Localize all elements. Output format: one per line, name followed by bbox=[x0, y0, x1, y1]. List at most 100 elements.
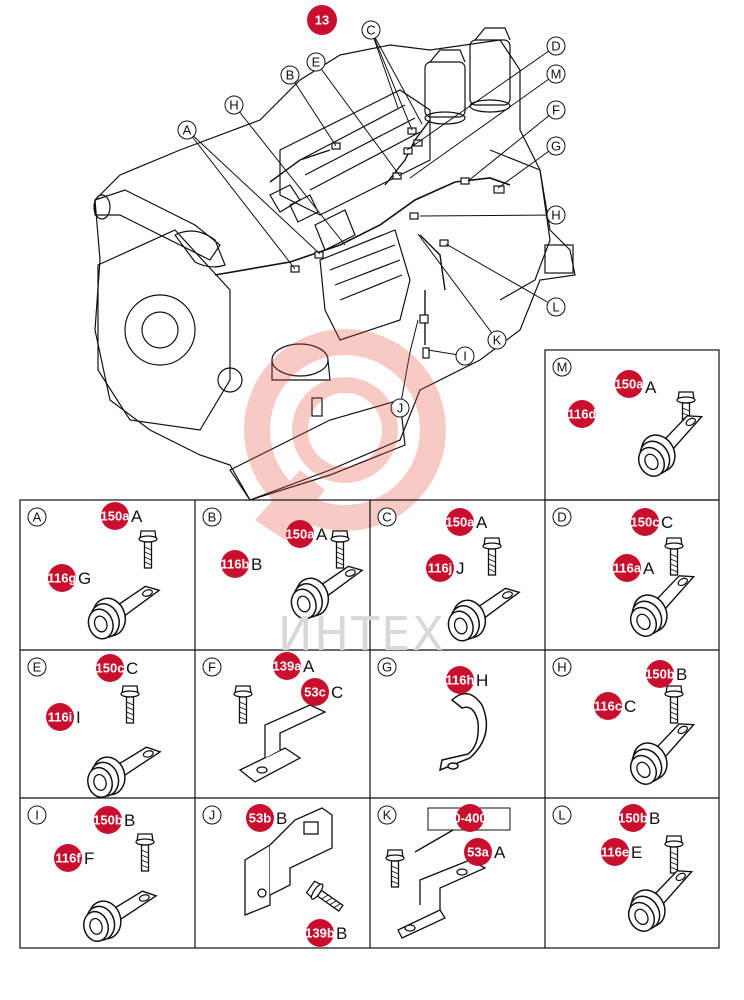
panel-letter: I bbox=[35, 808, 39, 823]
panel-letter: J bbox=[209, 808, 216, 823]
part-badge-1 bbox=[446, 666, 474, 694]
panel-m-letter: M bbox=[557, 360, 568, 375]
part-suffix-2: A bbox=[494, 843, 506, 862]
main-letter-callout-i: I bbox=[455, 346, 475, 366]
part-badge-2 bbox=[426, 554, 454, 582]
part-suffix-1: B bbox=[649, 809, 660, 828]
main-letter-text: E bbox=[312, 55, 321, 70]
part-number-1: 150a bbox=[286, 527, 316, 542]
part-number-2: 116c bbox=[594, 699, 622, 714]
part-suffix-1: C bbox=[661, 513, 673, 532]
part-number-1: 150b bbox=[645, 667, 675, 682]
main-letter-callout-g: G bbox=[546, 136, 566, 156]
detail-panel-m: M A 150a 116d bbox=[544, 349, 720, 501]
part-number-1: 150c bbox=[96, 661, 125, 676]
part-badge-2 bbox=[221, 550, 249, 578]
main-letter-text: K bbox=[493, 333, 502, 348]
part-badge-1 bbox=[94, 806, 122, 834]
part-number-2: 53c bbox=[304, 685, 326, 700]
part-number-1: 150a bbox=[101, 509, 131, 524]
part-badge-2 bbox=[594, 692, 622, 720]
main-letter-callout-f: F bbox=[546, 100, 566, 120]
main-letter-callout-b: B bbox=[280, 65, 300, 85]
main-letter-text: B bbox=[286, 68, 295, 83]
part-number-2: 116b bbox=[221, 557, 250, 572]
main-letter-text: H bbox=[551, 208, 560, 223]
main-letter-text: J bbox=[397, 401, 404, 416]
part-suffix-2: E bbox=[631, 843, 642, 862]
part-number-1: 116h bbox=[446, 673, 475, 688]
part-suffix-1: B bbox=[276, 809, 287, 828]
panel-hardware-drawings bbox=[77, 530, 709, 945]
part-suffix-1: A bbox=[131, 507, 143, 526]
part-suffix-2: B bbox=[336, 924, 347, 943]
part-suffix-2: I bbox=[76, 708, 81, 727]
watermark-gear-logo bbox=[244, 329, 446, 540]
part-badge-1 bbox=[246, 804, 274, 832]
main-letter-text: H bbox=[229, 98, 238, 113]
main-letter-text: I bbox=[463, 349, 467, 364]
engine-assembly-view bbox=[93, 27, 576, 501]
main-letter-text: D bbox=[551, 39, 560, 54]
panel-m-bolt-badge: 150a bbox=[615, 377, 645, 392]
main-letter-callout-j: J bbox=[390, 398, 410, 418]
part-number-2: 116g bbox=[48, 571, 77, 586]
part-number-2: 53a bbox=[467, 845, 489, 860]
main-letter-text: A bbox=[183, 123, 192, 138]
part-number-1: 150a bbox=[446, 515, 476, 530]
part-badge-2 bbox=[601, 838, 629, 866]
main-letter-text: M bbox=[551, 67, 562, 82]
main-letter-callout-k: K bbox=[487, 330, 507, 350]
part-number-1: 150b bbox=[618, 811, 648, 826]
part-suffix-1: B bbox=[124, 811, 135, 830]
part-suffix-2: C bbox=[331, 683, 343, 702]
main-letter-text: F bbox=[552, 103, 560, 118]
panel-letter: C bbox=[382, 510, 391, 525]
part-number-1: 150b bbox=[93, 813, 123, 828]
panel-letter: F bbox=[208, 660, 216, 675]
main-letter-callout-m: M bbox=[546, 64, 566, 84]
panel-letter: K bbox=[383, 808, 392, 823]
watermark-text: ИНТЕХ bbox=[278, 607, 446, 661]
panel-letter: B bbox=[208, 510, 217, 525]
part-number-2: 116j bbox=[428, 561, 453, 576]
panel-letter: H bbox=[557, 660, 566, 675]
main-letter-callout-h: H bbox=[546, 205, 566, 225]
part-badge-2 bbox=[46, 703, 74, 731]
part-suffix-2: F bbox=[84, 849, 94, 868]
part-badge-1 bbox=[446, 508, 474, 536]
part-badge-2 bbox=[306, 919, 334, 947]
part-badge-1 bbox=[619, 804, 647, 832]
panel-letter: G bbox=[382, 660, 392, 675]
panel-m-bolt-suffix: A bbox=[645, 378, 657, 397]
part-suffix-2: C bbox=[624, 697, 636, 716]
part-suffix-1: A bbox=[476, 513, 488, 532]
panel-letter: D bbox=[557, 510, 566, 525]
detail-grid bbox=[19, 499, 720, 949]
callout-13-text: 13 bbox=[315, 13, 329, 28]
part-badge-1 bbox=[631, 508, 659, 536]
panel-letter: E bbox=[33, 660, 42, 675]
part-suffix-1: B bbox=[676, 665, 687, 684]
part-badge-1 bbox=[646, 660, 674, 688]
part-suffix-1: C bbox=[126, 659, 138, 678]
part-number-2: 116a bbox=[613, 561, 642, 576]
part-badge-1 bbox=[273, 652, 301, 680]
panel-letter: L bbox=[558, 808, 565, 823]
part-number-1: 150c bbox=[631, 515, 660, 530]
part-suffix-1: H bbox=[476, 671, 488, 690]
part-badge-2 bbox=[54, 844, 82, 872]
part-suffix-2: B bbox=[251, 555, 262, 574]
